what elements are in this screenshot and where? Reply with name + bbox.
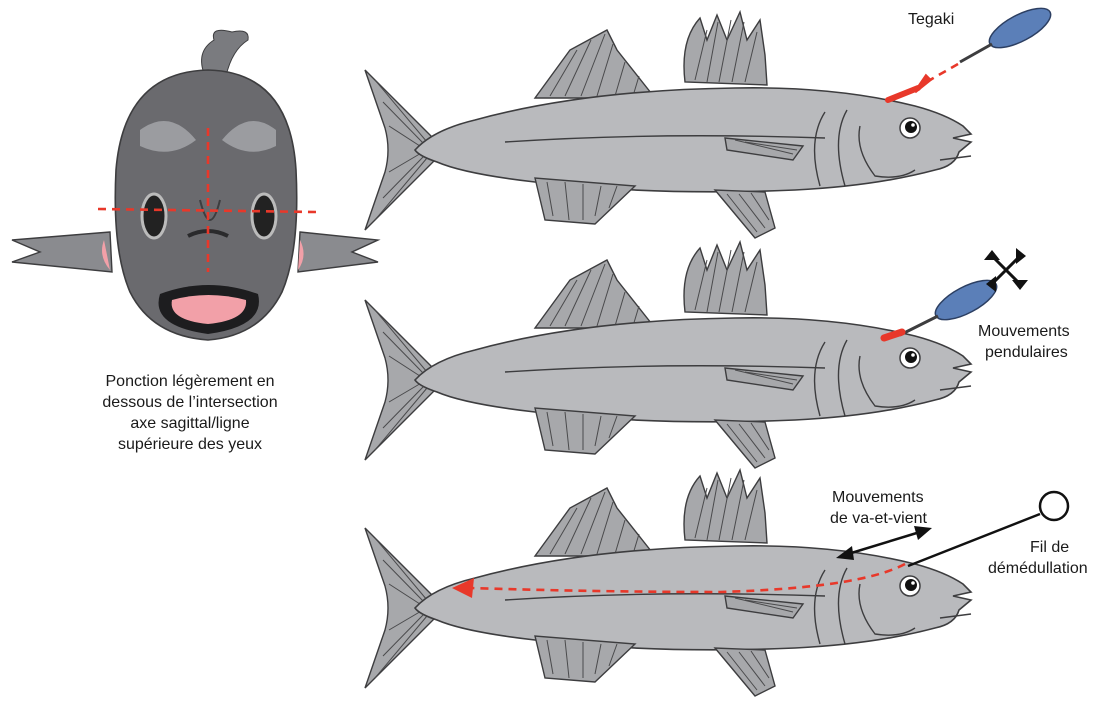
sea-bass-side-icon bbox=[365, 12, 971, 238]
caption-line-1: Ponction légèrement en bbox=[106, 373, 275, 390]
caption: Ponction légèrement en dessous de l’inte… bbox=[102, 373, 277, 453]
caption-line-4: supérieure des yeux bbox=[118, 436, 262, 453]
four-way-arrows-icon bbox=[984, 248, 1028, 292]
back-forth-label-line2: de va-et-vient bbox=[830, 510, 927, 527]
back-forth-label-line1: Mouvements bbox=[832, 489, 924, 506]
caption-line-3: axe sagittal/ligne bbox=[130, 415, 249, 432]
fish-head-front-icon bbox=[12, 30, 378, 340]
back-forth-arrow-icon bbox=[836, 526, 932, 560]
wire-label-line1: Fil de bbox=[1030, 539, 1069, 556]
caption-line-2: dessous de l’intersection bbox=[102, 394, 277, 411]
pendular-label-line2: pendulaires bbox=[985, 344, 1068, 361]
sea-bass-side-icon bbox=[365, 242, 971, 468]
pendular-label-line1: Mouvements bbox=[978, 323, 1070, 340]
wire-label-line2: démédullation bbox=[988, 560, 1088, 577]
tegaki-label: Tegaki bbox=[908, 11, 954, 28]
